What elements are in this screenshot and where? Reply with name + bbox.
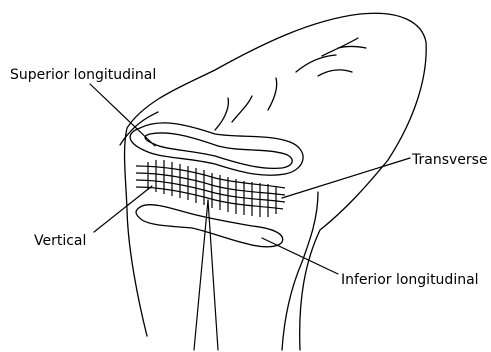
tongue-outline <box>125 13 427 350</box>
label-transverse: Transverse <box>411 152 488 168</box>
dorsum-fissure-4 <box>296 38 358 72</box>
transverse-fibers <box>136 166 285 209</box>
vertical-leader <box>94 186 152 232</box>
label-vertical: Vertical <box>34 233 86 249</box>
inferior-longitudinal-leader <box>262 238 338 274</box>
superior-longitudinal-leader <box>90 84 155 146</box>
label-superior-longitudinal: Superior longitudinal <box>10 67 156 83</box>
vertical-fibers <box>148 160 276 217</box>
dorsum-fissure-5 <box>318 70 352 76</box>
dorsum-fissure-1 <box>215 98 228 130</box>
dorsum-fissure-3 <box>268 78 277 110</box>
dorsum-fissure-6 <box>338 47 366 49</box>
label-inferior-longitudinal: Inferior longitudinal <box>341 272 479 288</box>
genioglossus-line-right <box>208 200 218 350</box>
dorsum-fissure-2 <box>232 96 252 122</box>
genioglossus-line-left <box>194 200 208 350</box>
